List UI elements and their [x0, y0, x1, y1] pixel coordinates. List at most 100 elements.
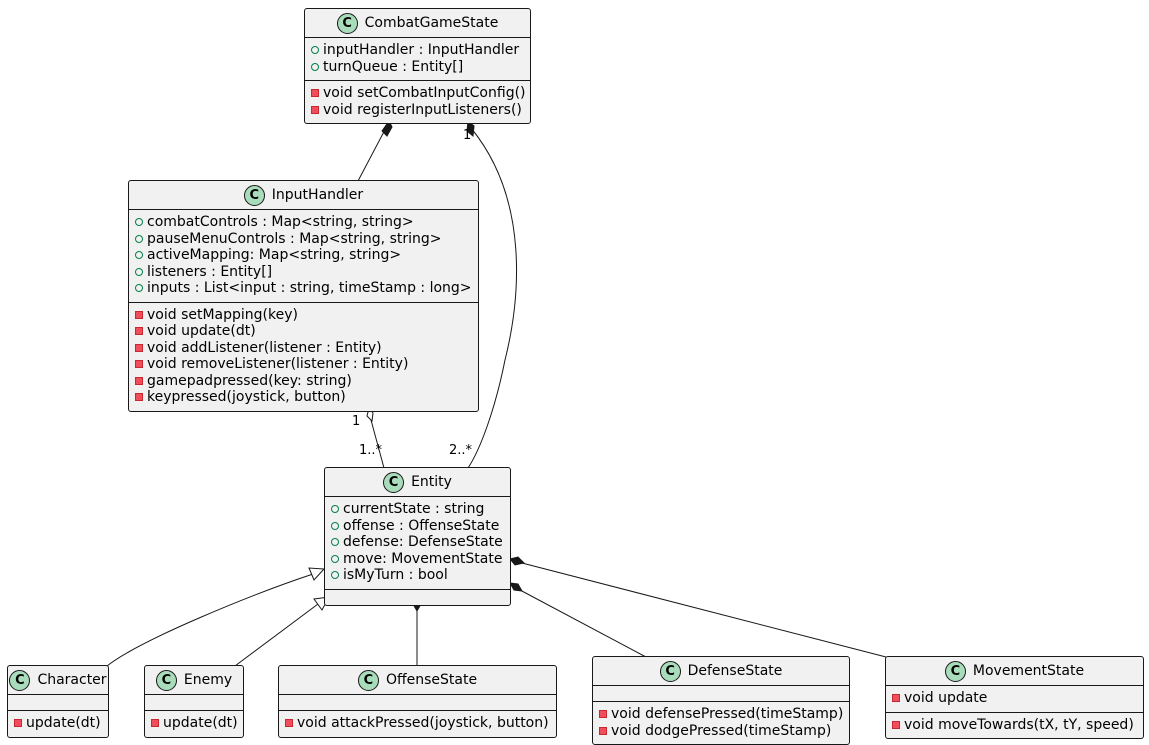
private-visibility-icon [151, 719, 159, 728]
class-name: MovementState [972, 663, 1085, 679]
public-visibility-icon [331, 571, 339, 580]
class-attributes-section [145, 694, 243, 710]
class-offensestate[interactable]: C OffenseState void attackPressed(joystick… [278, 665, 557, 738]
class-method: gamepadpressed(key: string) [135, 373, 472, 390]
class-movementstate[interactable]: C MovementState void update void moveToward… [885, 656, 1144, 739]
class-attribute: move: MovementState [331, 551, 504, 568]
class-attributes-section: combatControls : Map<string, string>paus… [129, 209, 478, 302]
class-methods-section: void moveTowards(tX, tY, speed) [886, 711, 1143, 739]
class-attribute: currentState : string [331, 501, 504, 518]
member-text: defense: DefenseState [343, 534, 503, 551]
member-text: activeMapping: Map<string, string> [147, 247, 402, 264]
class-methods-section [325, 588, 510, 605]
class-attribute: combatControls : Map<string, string> [135, 214, 472, 231]
class-methods-section: update(dt) [145, 710, 243, 737]
public-visibility-icon [135, 251, 143, 260]
class-stereotype-icon: C [357, 669, 379, 691]
private-visibility-icon [892, 720, 900, 729]
member-text: currentState : string [343, 501, 485, 518]
member-text: turnQueue : Entity[] [323, 58, 464, 75]
class-stereotype-icon: C [383, 471, 405, 493]
class-attribute: defense: DefenseState [331, 534, 504, 551]
class-method: void moveTowards(tX, tY, speed) [892, 717, 1137, 734]
class-attribute: inputHandler : InputHandler [311, 42, 524, 59]
private-visibility-icon [135, 310, 143, 319]
member-text: void removeListener(listener : Entity) [147, 356, 409, 373]
multiplicity-inputhandler-entity-target: 1..* [359, 443, 383, 458]
member-text: isMyTurn : bool [343, 567, 448, 584]
public-visibility-icon [135, 267, 143, 276]
member-text: inputHandler : InputHandler [323, 42, 520, 59]
class-attributes-section: void update [886, 685, 1143, 712]
edge-character-entity [106, 567, 326, 667]
class-attributes-section [279, 694, 556, 710]
class-method: void addListener(listener : Entity) [135, 340, 472, 357]
private-visibility-icon [892, 694, 900, 703]
private-visibility-icon [135, 360, 143, 369]
class-method: void registerInputListeners() [311, 102, 524, 119]
class-method: void setMapping(key) [135, 307, 472, 324]
private-visibility-icon [311, 89, 319, 98]
class-header: C MovementState [886, 657, 1143, 685]
public-visibility-icon [311, 46, 319, 55]
class-name: InputHandler [271, 187, 364, 203]
class-attribute: offense : OffenseState [331, 518, 504, 535]
public-visibility-icon [331, 554, 339, 563]
member-text: combatControls : Map<string, string> [147, 214, 414, 231]
member-text: void update [904, 690, 988, 707]
edge-inputhandler-entity [366, 406, 385, 469]
private-visibility-icon [599, 726, 607, 735]
class-header: C Character [8, 666, 108, 694]
public-visibility-icon [135, 234, 143, 243]
class-attributes-section [8, 694, 108, 710]
class-stereotype-icon: C [243, 184, 265, 206]
class-attribute: listeners : Entity[] [135, 264, 472, 281]
class-stereotype-icon: C [155, 669, 177, 691]
public-visibility-icon [331, 538, 339, 547]
member-text: update(dt) [163, 715, 238, 732]
class-stereotype-icon: C [944, 660, 966, 682]
class-attribute: turnQueue : Entity[] [311, 59, 524, 76]
member-text: void setCombatInputConfig() [323, 85, 526, 102]
class-method: keypressed(joystick, button) [135, 389, 472, 406]
class-stereotype-icon: C [9, 669, 31, 691]
class-inputhandler[interactable]: C InputHandler combatControls : Map<string… [128, 180, 479, 412]
edge-enemy-entity [234, 596, 330, 667]
member-text: pauseMenuControls : Map<string, string> [147, 230, 442, 247]
class-method: void attackPressed(joystick, button) [285, 715, 550, 732]
class-name: Entity [411, 474, 452, 490]
class-method: update(dt) [14, 715, 102, 732]
public-visibility-icon [135, 218, 143, 227]
class-header: C OffenseState [279, 666, 556, 694]
class-character[interactable]: C Character update(dt) [7, 665, 109, 738]
member-text: inputs : List<input : string, timeStamp … [147, 280, 472, 297]
class-stereotype-icon: C [336, 12, 358, 34]
member-text: keypressed(joystick, button) [147, 389, 346, 406]
edge-combat-entity [466, 120, 517, 469]
class-attribute: void update [892, 690, 1137, 707]
private-visibility-icon [311, 105, 319, 114]
private-visibility-icon [599, 710, 607, 719]
class-method: void dodgePressed(timeStamp) [599, 723, 843, 740]
class-methods-section: void setCombatInputConfig()void register… [305, 80, 530, 123]
member-text: offense : OffenseState [343, 517, 500, 534]
member-text: listeners : Entity[] [147, 263, 273, 280]
class-attribute: activeMapping: Map<string, string> [135, 247, 472, 264]
member-text: void dodgePressed(timeStamp) [611, 722, 832, 739]
member-text: void update(dt) [147, 323, 256, 340]
class-name: Character [37, 672, 107, 688]
member-text: void defensePressed(timeStamp) [611, 706, 844, 723]
class-name: DefenseState [687, 663, 783, 679]
member-text: update(dt) [26, 715, 101, 732]
member-text: void attackPressed(joystick, button) [297, 715, 549, 732]
class-name: OffenseState [385, 672, 478, 688]
edge-combat-inputhandler [357, 120, 393, 182]
class-attribute: pauseMenuControls : Map<string, string> [135, 231, 472, 248]
